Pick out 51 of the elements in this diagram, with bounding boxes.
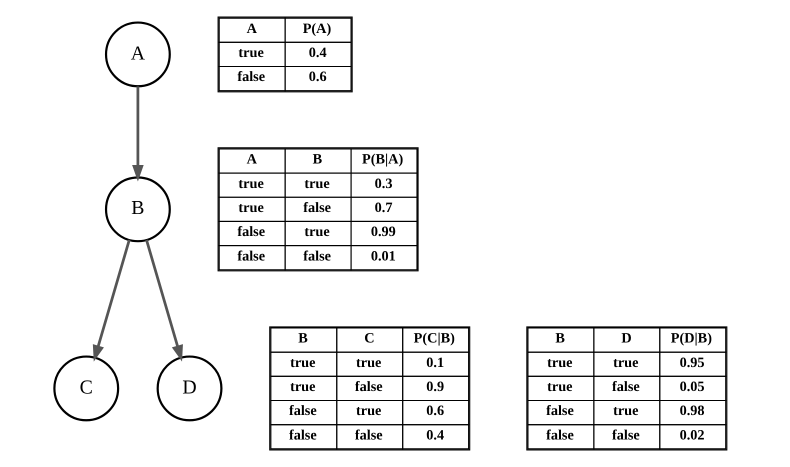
label: false: [612, 427, 640, 444]
label: D: [621, 330, 632, 347]
label: true: [238, 176, 264, 192]
label: false: [237, 248, 266, 264]
label: true: [238, 200, 264, 216]
label: 0.3: [374, 176, 393, 192]
label: 0.99: [370, 224, 396, 240]
label: 0.95: [680, 354, 705, 371]
label: P(C|B): [414, 330, 455, 347]
label: true: [547, 354, 573, 371]
label: true: [356, 354, 382, 371]
label: 0.98: [680, 403, 705, 420]
label: true: [304, 176, 330, 192]
label: 0.05: [680, 379, 705, 396]
label: 0.6: [308, 69, 327, 86]
label: true: [613, 403, 638, 420]
label: true: [290, 379, 316, 396]
label: true: [304, 224, 330, 240]
label: 0.01: [370, 248, 396, 264]
label: 0.02: [680, 427, 705, 444]
label: true: [547, 379, 573, 396]
label: B: [298, 330, 308, 347]
label: P(B|A): [362, 152, 404, 168]
label: 0.7: [374, 200, 393, 216]
label: A: [246, 20, 257, 37]
label: 0.6: [426, 403, 444, 420]
label: false: [237, 69, 266, 86]
label: true: [290, 354, 316, 371]
label: P(D|B): [670, 330, 712, 347]
label: 0.4: [426, 427, 444, 444]
label: false: [288, 427, 317, 444]
label: true: [238, 45, 264, 62]
label: false: [288, 403, 317, 420]
label: false: [612, 379, 640, 396]
label: P(A): [302, 20, 332, 37]
label: A: [246, 152, 257, 168]
label: B: [312, 152, 322, 168]
label: false: [237, 224, 266, 240]
label: false: [546, 427, 574, 444]
label: 0.1: [426, 354, 444, 371]
label: false: [303, 248, 331, 264]
label: false: [354, 379, 383, 396]
label: true: [613, 354, 638, 371]
label: 0.4: [308, 45, 327, 62]
label: true: [356, 403, 382, 420]
label: B: [555, 330, 565, 347]
label: C: [364, 330, 375, 347]
label: false: [303, 200, 331, 216]
label: false: [354, 427, 383, 444]
label: 0.9: [426, 379, 444, 396]
label: false: [546, 403, 574, 420]
